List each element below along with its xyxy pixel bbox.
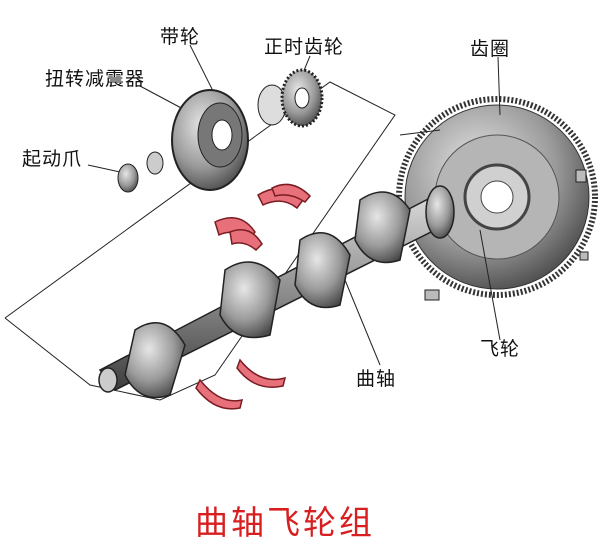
assembly-outline — [4, 81, 396, 401]
bearing-shells — [195, 183, 312, 410]
flywheel — [396, 96, 598, 298]
diagram-title: 曲轴飞轮组 — [195, 503, 375, 542]
label-starting-claw: 起动爪 — [22, 148, 83, 170]
label-timing-gear: 正时齿轮 — [264, 36, 345, 58]
label-pulley: 带轮 — [160, 26, 201, 48]
timing-gear — [257, 68, 324, 128]
label-ring-gear: 齿圈 — [470, 38, 511, 60]
leader-lines — [87, 44, 501, 366]
label-flywheel: 飞轮 — [480, 338, 521, 360]
label-torsional-damper: 扭转减震器 — [45, 68, 146, 90]
bolts — [424, 169, 589, 301]
crankshaft — [98, 185, 455, 399]
starting-claw — [117, 151, 164, 193]
label-crankshaft: 曲轴 — [356, 368, 397, 390]
pulley — [171, 89, 249, 191]
